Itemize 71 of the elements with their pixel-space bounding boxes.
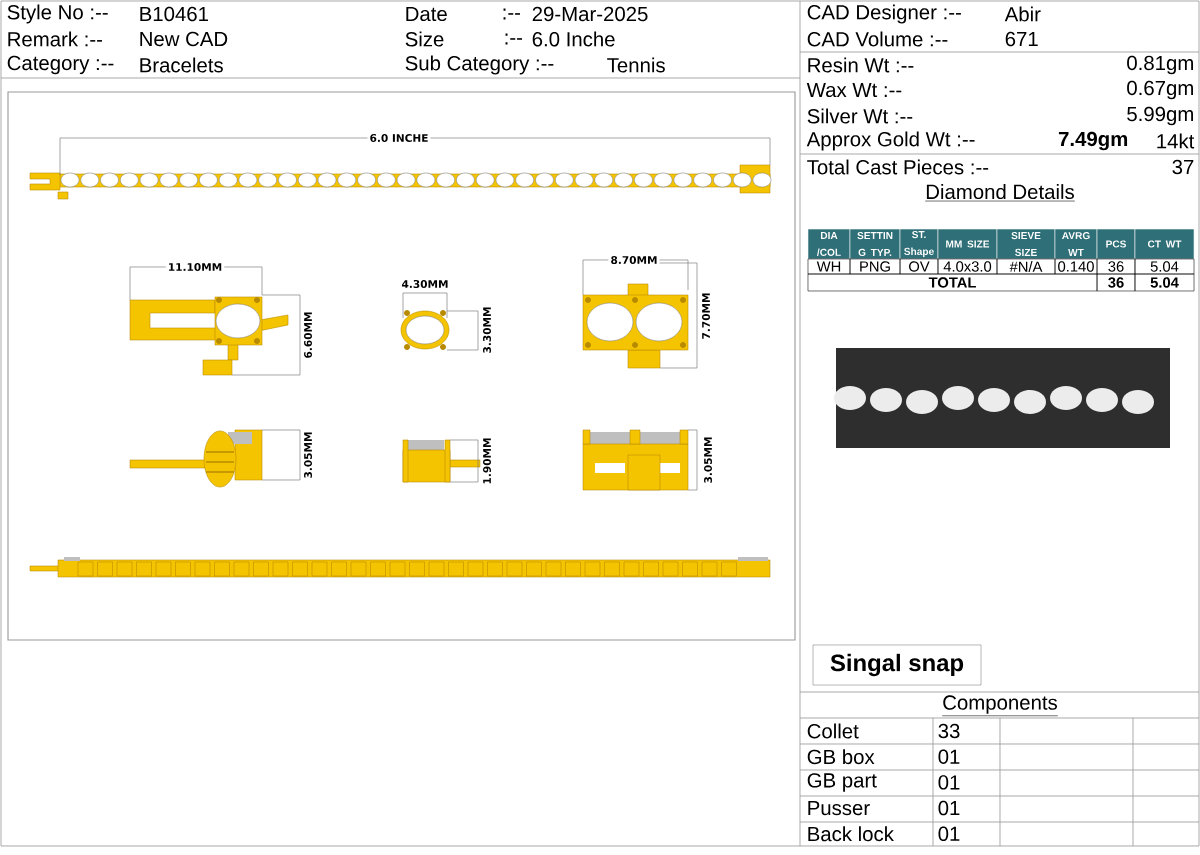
field-value: 5.99gm [1127,106,1193,126]
field-label: Category :-- [7,55,114,75]
component-count: 01 [938,800,960,816]
field-label: CAD Volume :-- [807,31,948,47]
field-value: 671 [1005,31,1038,47]
title-box: Singal snap [812,644,982,686]
field-value: 37 [1172,159,1194,175]
dimension-label: 3.05MM [701,434,715,486]
field-label: Approx Gold Wt :-- [806,131,975,151]
component-name: Collet [807,723,859,739]
table-cell: WH [807,258,851,275]
field-label: Total Cast Pieces :-- [807,159,989,175]
field-value: 7.49gm [1058,131,1128,151]
component-count: 01 [938,775,960,790]
dimension-label: 11.10MM [165,260,225,274]
table-header-cell: PCS [1096,228,1136,260]
field-label: Silver Wt :-- [807,108,913,124]
table-cell: 4.0x3.0 [937,258,998,275]
component-count: 01 [938,826,960,841]
table-cell: PNG [849,258,901,275]
table-header-cell: MM SIZE [937,228,998,260]
field-value: 29-Mar-2025 [532,6,648,22]
table-header-cell: AVRG WT [1054,228,1098,260]
table-cell: 36 [1096,258,1136,275]
dimension-label: 6.0 INCHE [367,131,431,145]
field-label: Style No :-- [7,4,108,24]
field-label: Remark :-- [8,31,103,47]
component-name: Back lock [808,826,894,842]
field-value: Tennis [607,57,665,73]
field-label: Date [406,6,447,22]
component-name: GB box [807,749,875,765]
table-cell: 0.140 [1054,258,1098,275]
field-label: Sub Category :-- [405,55,554,75]
section-heading: Components [941,695,1059,717]
field-value: 14kt [1157,133,1195,149]
dimension-label: 1.90MM [480,435,494,487]
field-value: 0.67gm [1127,80,1193,100]
field-value: 6.0 Inche [532,31,615,47]
field-label: Wax Wt :-- [806,82,902,98]
dimension-label: 6.60MM [301,309,315,361]
field-label: Size [405,31,444,47]
field-label: :-- [505,33,523,45]
table-header-cell: CT WT [1134,228,1195,260]
field-label: CAD Designer :-- [807,4,961,24]
dimension-label: 3.30MM [480,304,494,356]
table-header-cell: SIEVE SIZE [996,228,1056,260]
dimension-label: 4.30MM [399,277,451,291]
component-count: 01 [938,749,960,764]
field-label: :-- [503,8,521,20]
field-value: Abir [1004,6,1041,22]
table-cell: 36 [1096,273,1136,292]
section-heading: Diamond Details [924,184,1076,202]
field-value: 0.81gm [1127,55,1193,75]
field-value: Bracelets [140,57,223,73]
table-cell: #N/A [996,258,1056,275]
table-cell: OV [899,258,939,275]
component-name: GB part [807,773,877,792]
table-header-cell: SETTIN G TYP. [849,228,901,260]
table-cell: 5.04 [1134,273,1195,292]
table-header-cell: ST. Shape [899,228,939,260]
component-count: 33 [938,723,960,739]
dimension-label: 8.70MM [608,253,660,267]
dimension-label: 7.70MM [699,290,713,342]
field-value: B10461 [140,6,208,22]
table-header-cell: DIA /COL [807,228,851,260]
field-label: Resin Wt :-- [808,57,914,73]
table-cell: TOTAL [807,273,1098,292]
field-value: New CAD [140,31,228,47]
component-name: Pusser [808,801,870,816]
table-cell: 5.04 [1134,258,1195,275]
dimension-label: 3.05MM [301,429,315,481]
